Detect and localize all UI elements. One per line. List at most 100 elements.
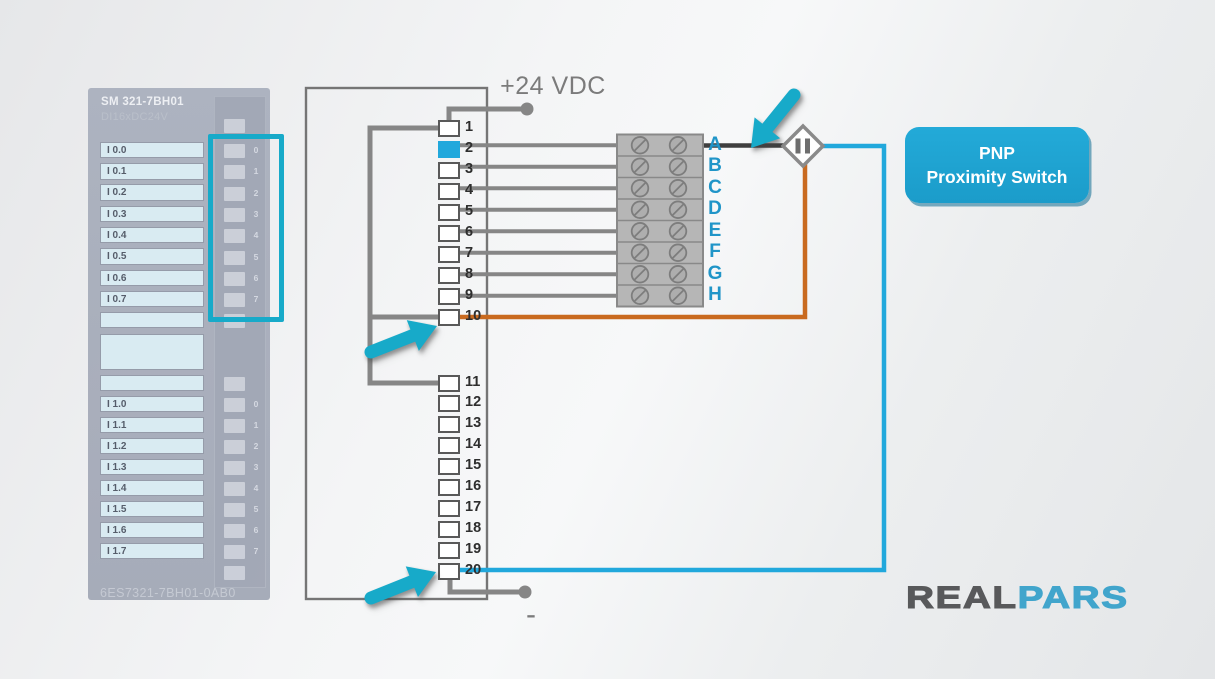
terminal-box xyxy=(438,479,460,496)
screw-slash xyxy=(633,246,647,259)
screw-slash xyxy=(671,139,685,152)
input-label: I 1.5 xyxy=(100,500,204,518)
terminal-box xyxy=(438,520,460,538)
callout-arrow-icon xyxy=(364,566,436,605)
screw-slash xyxy=(633,268,647,281)
callout-arrow-icon xyxy=(364,320,437,359)
terminal-box xyxy=(438,267,460,285)
led-number: 5 xyxy=(253,251,259,262)
led-indicator xyxy=(224,482,245,496)
terminal-number: 16 xyxy=(465,478,482,494)
screw-slash xyxy=(671,225,685,238)
input-label: I 0.5 xyxy=(100,248,204,265)
terminal-number: 18 xyxy=(465,519,482,536)
led-indicator xyxy=(224,165,245,180)
input-label: I 1.4 xyxy=(100,479,204,497)
terminal-box xyxy=(438,374,460,392)
screw-slash xyxy=(633,139,647,152)
led-indicator xyxy=(224,271,245,286)
input-label: I 1.3 xyxy=(100,458,204,476)
led-indicator xyxy=(224,566,245,580)
terminal-box xyxy=(438,395,460,413)
blank-label-box xyxy=(100,311,204,329)
led-number: 4 xyxy=(253,230,259,241)
terminal-box xyxy=(438,541,460,559)
module-title: SM 321-7BH01 xyxy=(101,96,184,108)
led-number: 0 xyxy=(253,399,259,409)
terminal-box xyxy=(438,182,460,200)
wire-blue-supply xyxy=(460,143,887,573)
led-indicator xyxy=(224,440,245,454)
led-indicator xyxy=(224,207,245,222)
screw-slash xyxy=(671,203,685,216)
led-number: 4 xyxy=(253,483,259,493)
led-number: 6 xyxy=(253,525,259,535)
input-label: I 0.4 xyxy=(100,226,204,244)
connector-letter: A xyxy=(708,133,722,155)
wire-left-bus xyxy=(367,125,438,386)
wire-ground xyxy=(447,578,520,595)
connector-letter: H xyxy=(708,284,722,306)
connector-letter: D xyxy=(708,198,722,220)
pnp-callout: PNP Proximity Switch xyxy=(905,127,1089,203)
screw-slash xyxy=(671,268,685,281)
terminal-number: 4 xyxy=(465,181,474,198)
terminal-box xyxy=(438,288,460,306)
terminal-number: 9 xyxy=(465,287,474,304)
led-indicator xyxy=(224,229,245,244)
blank-label-box xyxy=(100,333,204,370)
terminal-box xyxy=(438,161,460,179)
connector-letter: F xyxy=(709,241,721,263)
screw-slash xyxy=(671,182,685,195)
arrow-group xyxy=(364,88,801,605)
terminal-number: 7 xyxy=(465,245,474,262)
callout-line1: PNP xyxy=(979,142,1015,163)
terminal-box xyxy=(438,437,460,455)
callout-line2: Proximity Switch xyxy=(926,167,1068,187)
terminal-box xyxy=(438,203,460,221)
proximity-switch-symbol xyxy=(780,123,826,169)
led-number: 1 xyxy=(253,420,259,430)
supply-voltage-label: +24 VDC xyxy=(500,72,606,100)
led-number: 6 xyxy=(253,272,259,283)
input-label: I 1.2 xyxy=(100,437,204,455)
screw-slash xyxy=(633,182,647,195)
terminal-number: 15 xyxy=(465,457,482,474)
led-indicator xyxy=(224,293,245,308)
input-label: I 0.6 xyxy=(100,269,204,287)
module-subtitle: DI16xDC24V xyxy=(101,111,169,123)
led-indicator xyxy=(224,524,245,538)
led-number: 0 xyxy=(253,145,259,155)
connector-letter: G xyxy=(707,262,723,284)
led-indicator xyxy=(224,119,245,133)
input-label: I 0.3 xyxy=(100,205,204,223)
logo-real: REAL xyxy=(905,580,1018,616)
wiring-boundary-rect xyxy=(304,86,489,601)
input-label: I 1.1 xyxy=(100,416,204,434)
led-number: 2 xyxy=(253,441,259,451)
terminal-box xyxy=(438,499,460,517)
terminal-number: 20 xyxy=(465,561,482,578)
led-indicator xyxy=(224,144,245,158)
wire-supply xyxy=(446,106,524,124)
led-indicator xyxy=(224,377,245,391)
input-label: I 0.7 xyxy=(100,290,204,308)
callout-arrow-icon xyxy=(751,88,801,148)
input-label: I 1.0 xyxy=(100,395,204,413)
terminal-number: 14 xyxy=(465,436,482,453)
terminal-number: 6 xyxy=(465,224,474,240)
terminal-block xyxy=(616,133,704,308)
terminal-box xyxy=(438,140,460,158)
terminal-number: 8 xyxy=(465,266,474,283)
led-indicator xyxy=(224,250,245,265)
led-indicator xyxy=(224,186,245,201)
terminal-box xyxy=(438,562,460,580)
led-indicator xyxy=(224,503,245,517)
pause-icon xyxy=(805,138,810,154)
led-number: 1 xyxy=(253,166,259,177)
terminal-number: 11 xyxy=(465,373,481,390)
terminal-box xyxy=(438,416,460,434)
led-number: 3 xyxy=(253,208,259,219)
